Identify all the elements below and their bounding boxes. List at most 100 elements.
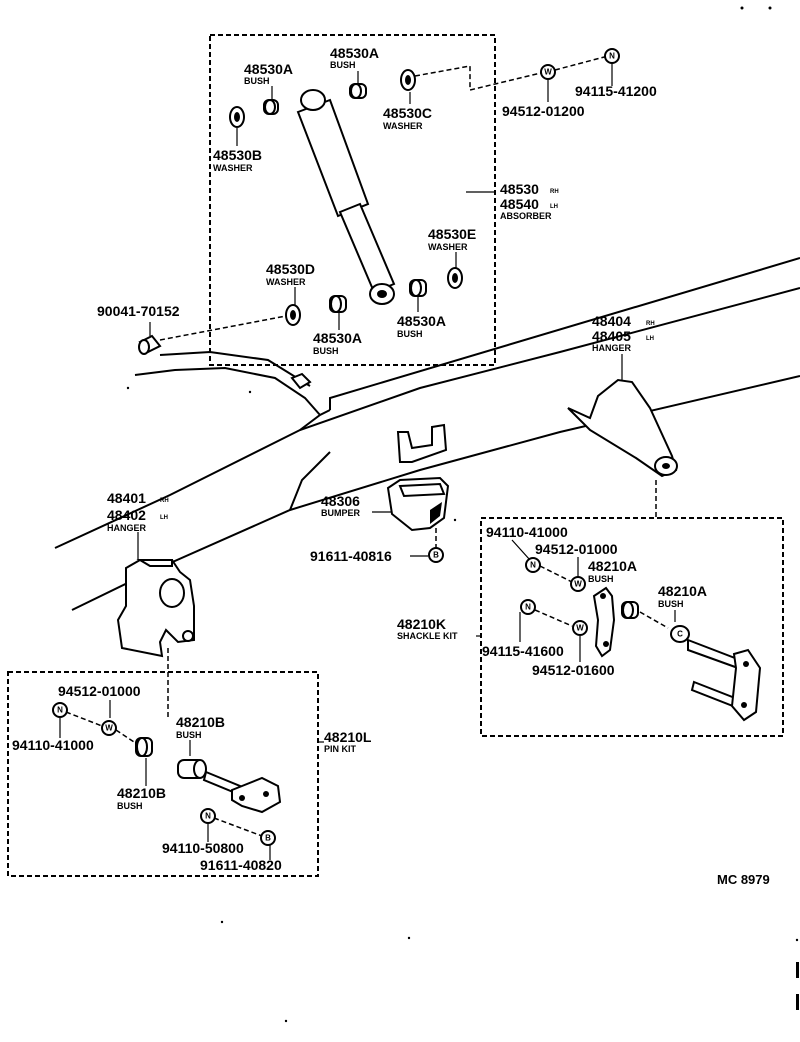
svg-text:W: W bbox=[544, 68, 552, 77]
pin-nut2-symbol: N bbox=[200, 808, 216, 824]
shackle-plate-1 bbox=[592, 586, 616, 658]
bush-bottom-right-desc: BUSH bbox=[397, 329, 423, 339]
svg-text:W: W bbox=[576, 624, 584, 633]
washer-94512-01200: 94512-01200 bbox=[502, 103, 585, 119]
svg-text:C: C bbox=[677, 630, 683, 639]
absorber-desc: ABSORBER bbox=[500, 211, 552, 221]
washer-e-part: 48530E bbox=[428, 226, 476, 242]
washer-d-icon bbox=[285, 304, 301, 326]
pin-washer-symbol: W bbox=[101, 720, 117, 736]
svg-text:N: N bbox=[609, 52, 615, 61]
absorber-rh-part: 48530 bbox=[500, 181, 539, 197]
pin-collar-icon bbox=[177, 759, 207, 779]
washer-d-part: 48530D bbox=[266, 261, 315, 277]
washer-e-icon bbox=[447, 267, 463, 289]
svg-text:W: W bbox=[105, 724, 113, 733]
shackle-washer-mid-no: 94512-01600 bbox=[532, 662, 615, 678]
absorber-shock bbox=[296, 89, 396, 305]
front-hanger-desc: HANGER bbox=[592, 343, 632, 353]
bush-bottom-right-part: 48530A bbox=[397, 313, 446, 329]
bumper-desc: BUMPER bbox=[321, 508, 361, 518]
shackle-nut-mid-no: 94115-41600 bbox=[482, 643, 564, 659]
washer-top-part: 48530C bbox=[383, 105, 432, 121]
shackle-washer-top-symbol: W bbox=[570, 576, 586, 592]
bush-bottom-right-icon bbox=[409, 279, 427, 297]
pin-kit-desc: PIN KIT bbox=[324, 744, 357, 754]
shackle-bush1-desc: BUSH bbox=[588, 574, 614, 584]
washer-top-icon bbox=[400, 69, 416, 91]
absorber-rh-tag: RH bbox=[550, 189, 559, 195]
spring-washer-symbol: W bbox=[540, 64, 556, 80]
absorber-lh-part: 48540 bbox=[500, 196, 539, 212]
nut-symbol: N bbox=[604, 48, 620, 64]
bush-bottom-left-part: 48530A bbox=[313, 330, 362, 346]
rear-hanger-desc: HANGER bbox=[107, 523, 147, 533]
washer-e-desc: WASHER bbox=[428, 242, 468, 252]
shackle-bush1-no: 48210A bbox=[588, 558, 637, 574]
front-hanger-rh-tag: RH bbox=[646, 321, 655, 327]
pin-bush1-desc: BUSH bbox=[176, 730, 202, 740]
bolt-90041-icon bbox=[138, 334, 162, 355]
bumper-part-no: 48306 bbox=[321, 493, 360, 509]
shackle-kit-no: 48210K bbox=[397, 616, 446, 632]
pin-kit-no: 48210L bbox=[324, 729, 372, 745]
scan-specks bbox=[126, 6, 799, 1023]
shackle-kit-box bbox=[480, 517, 784, 737]
front-hanger bbox=[567, 378, 678, 478]
pin-bush-1-icon bbox=[135, 737, 153, 757]
washer-b-desc: WASHER bbox=[213, 163, 253, 173]
shackle-bush-1-icon bbox=[621, 601, 639, 619]
bush-top-right-icon bbox=[349, 83, 367, 99]
bush-bottom-left-desc: BUSH bbox=[313, 346, 339, 356]
shackle-bush2-desc: BUSH bbox=[658, 599, 684, 609]
pin-bolt-assembly bbox=[202, 770, 282, 814]
shackle-bush2-no: 48210A bbox=[658, 583, 707, 599]
pin-nut2-no: 94110-50800 bbox=[162, 840, 244, 856]
shackle-nut-top-symbol: N bbox=[525, 557, 541, 573]
front-hanger-lh-tag: LH bbox=[646, 336, 654, 342]
pin-kit-box bbox=[7, 671, 319, 877]
pin-bolt-no: 91611-40820 bbox=[200, 857, 282, 873]
bush-bottom-left-icon bbox=[329, 295, 347, 313]
bumper-part bbox=[386, 476, 450, 532]
shackle-nut-mid-symbol: N bbox=[520, 599, 536, 615]
washer-b-part: 48530B bbox=[213, 147, 262, 163]
bolt-90041-70152: 90041-70152 bbox=[97, 303, 180, 319]
pin-washer-no: 94512-01000 bbox=[58, 683, 141, 699]
pin-bolt-symbol: B bbox=[260, 830, 276, 846]
diagram-id: MC 8979 bbox=[717, 872, 770, 887]
bush-top-left-part: 48530A bbox=[244, 61, 293, 77]
pin-bush2-desc: BUSH bbox=[117, 801, 143, 811]
pin-bush2-no: 48210B bbox=[117, 785, 166, 801]
absorber-lh-tag: LH bbox=[550, 204, 558, 210]
rear-hanger-lh-tag: LH bbox=[160, 515, 168, 521]
washer-top-desc: WASHER bbox=[383, 121, 423, 131]
bush-top-right-desc: BUSH bbox=[330, 60, 356, 70]
washer-b-icon bbox=[229, 106, 245, 128]
shackle-washer-mid-symbol: W bbox=[572, 620, 588, 636]
svg-text:N: N bbox=[525, 603, 531, 612]
bush-top-left-icon bbox=[263, 99, 279, 115]
absorber-group-box bbox=[209, 34, 496, 366]
svg-text:N: N bbox=[530, 561, 536, 570]
bush-top-right-part: 48530A bbox=[330, 45, 379, 61]
svg-text:B: B bbox=[433, 551, 439, 560]
bumper-bolt-symbol: B bbox=[428, 547, 444, 563]
shackle-pin-assembly bbox=[687, 638, 762, 722]
rear-hanger-lh-part: 48402 bbox=[107, 507, 146, 523]
rear-hanger-rh-part: 48401 bbox=[107, 490, 146, 506]
bumper-bolt-no: 91611-40816 bbox=[310, 548, 392, 564]
svg-text:W: W bbox=[574, 580, 582, 589]
pin-bush1-no: 48210B bbox=[176, 714, 225, 730]
bush-top-left-desc: BUSH bbox=[244, 76, 270, 86]
shackle-collar-symbol: C bbox=[670, 625, 690, 643]
nut-94115-41200: 94115-41200 bbox=[575, 83, 657, 99]
pin-nut-symbol: N bbox=[52, 702, 68, 718]
front-hanger-rh-part: 48404 bbox=[592, 313, 631, 329]
shackle-nut-top-no: 94110-41000 bbox=[486, 524, 568, 540]
svg-text:N: N bbox=[205, 812, 211, 821]
rear-hanger-rh-tag: RH bbox=[160, 498, 169, 504]
svg-text:N: N bbox=[57, 706, 63, 715]
pin-nut-no: 94110-41000 bbox=[12, 737, 94, 753]
